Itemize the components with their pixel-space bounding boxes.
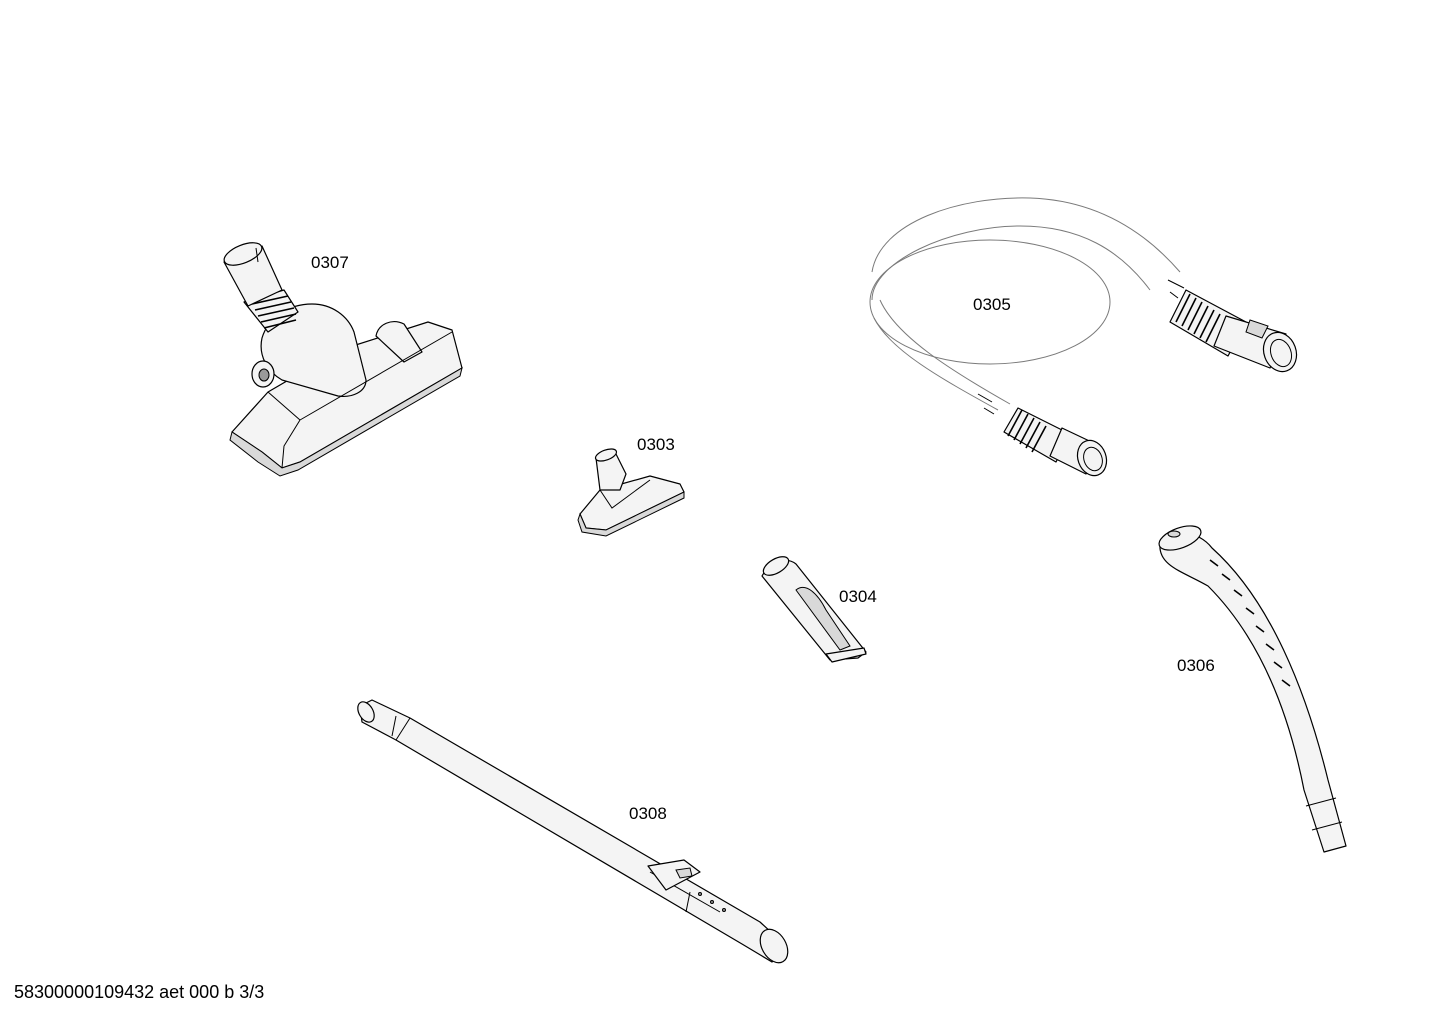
drawing-reference-footer: 58300000109432 aet 000 b 3/3: [14, 982, 265, 1002]
part-number-0304: 0304: [839, 587, 877, 606]
crevice-nozzle-drawing: [761, 556, 867, 663]
part-number-0303: 0303: [637, 435, 675, 454]
hose-handle-drawing: [1158, 525, 1347, 853]
telescopic-tube-drawing: [357, 699, 789, 964]
part-number-0306: 0306: [1177, 656, 1215, 675]
flexible-hose-drawing: [869, 197, 1298, 477]
upholstery-nozzle-drawing: [577, 448, 685, 537]
part-number-0307: 0307: [311, 253, 349, 272]
part-number-0308: 0308: [629, 804, 667, 823]
floor-nozzle-drawing: [223, 242, 463, 477]
part-number-0305: 0305: [973, 295, 1011, 314]
